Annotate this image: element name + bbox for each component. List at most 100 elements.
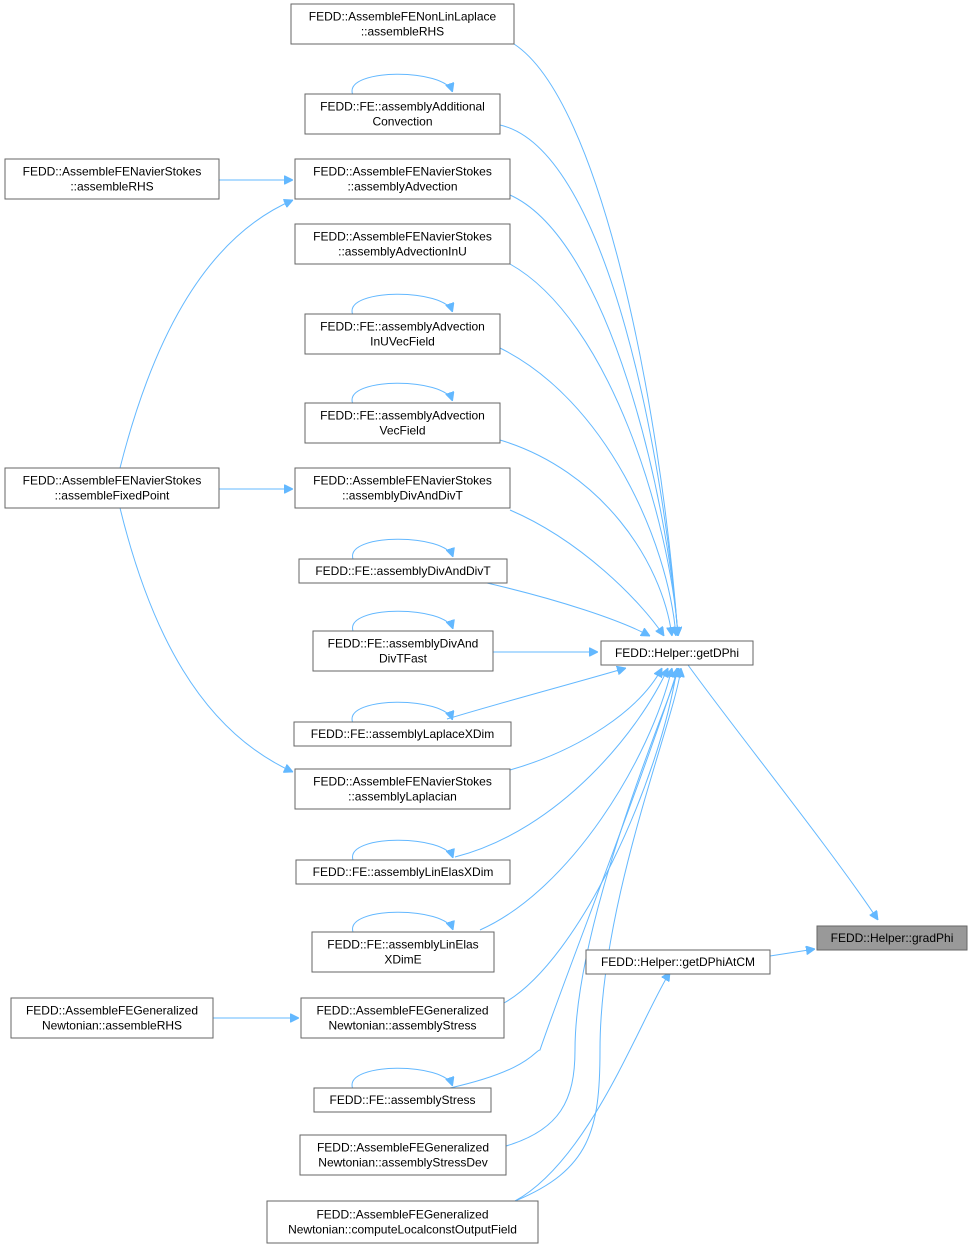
graph-node[interactable]: FEDD::FE::assemblyLaplaceXDim bbox=[293, 721, 512, 747]
edge-n11-to-n1 bbox=[486, 582, 650, 636]
edge-n15-to-n1 bbox=[454, 668, 668, 858]
edge-n19-to-n19 bbox=[351, 1067, 452, 1089]
edge-n9-to-n9 bbox=[351, 382, 452, 404]
node-box[interactable] bbox=[4, 467, 220, 509]
node-label: ::assembleFixedPoint bbox=[55, 489, 170, 503]
node-label: ::assembleRHS bbox=[70, 180, 153, 194]
graph-node[interactable]: FEDD::FE::assemblyStress bbox=[313, 1087, 492, 1113]
edge-n3-to-n1 bbox=[499, 124, 678, 636]
node-label: ::assemblyAdvection bbox=[347, 180, 457, 194]
node-box[interactable] bbox=[294, 768, 511, 810]
node-label: FEDD::Helper::getDPhi bbox=[615, 646, 739, 660]
node-label: InUVecField bbox=[370, 335, 435, 349]
node-box[interactable] bbox=[294, 467, 511, 509]
edge-n16-to-n1 bbox=[479, 668, 672, 931]
node-label: FEDD::Helper::gradPhi bbox=[831, 931, 954, 945]
graph-node[interactable]: FEDD::AssembleFENavierStokes::assemblyDi… bbox=[294, 467, 511, 509]
edge-n6-to-n14 bbox=[119, 507, 293, 772]
edge-n21-to-n22 bbox=[514, 972, 670, 1202]
graph-node[interactable]: FEDD::AssembleFEGeneralizedNewtonian::co… bbox=[266, 1200, 539, 1244]
node-label: FEDD::FE::assemblyAdvection bbox=[320, 409, 485, 423]
node-gradphi-highlighted[interactable]: FEDD::Helper::gradPhi bbox=[816, 925, 968, 951]
graph-node[interactable]: FEDD::Helper::getDPhi bbox=[600, 640, 754, 666]
graph-node[interactable]: FEDD::Helper::getDPhiAtCM bbox=[585, 949, 771, 975]
node-box[interactable] bbox=[4, 158, 220, 200]
node-label: FEDD::AssembleFENavierStokes bbox=[23, 165, 202, 179]
node-label: FEDD::FE::assemblyStress bbox=[329, 1093, 475, 1107]
node-label: FEDD::FE::assemblyAdvection bbox=[320, 320, 485, 334]
graph-node[interactable]: FEDD::FE::assemblyLinElasXDim bbox=[295, 859, 511, 885]
node-label: FEDD::AssembleFENavierStokes bbox=[313, 775, 492, 789]
graph-node[interactable]: FEDD::FE::assemblyDivAndDivT bbox=[298, 558, 508, 584]
node-box[interactable] bbox=[294, 158, 511, 200]
node-box[interactable] bbox=[313, 1087, 492, 1113]
edge-n2-to-n1 bbox=[513, 43, 678, 636]
node-label: Newtonian::computeLocalconstOutputField bbox=[288, 1223, 517, 1237]
edge-layer bbox=[119, 43, 878, 1202]
edge-n10-to-n1 bbox=[509, 509, 664, 636]
node-box[interactable] bbox=[304, 93, 501, 135]
node-box[interactable] bbox=[304, 313, 501, 355]
graph-node[interactable]: FEDD::AssembleFENavierStokes::assemblyAd… bbox=[294, 158, 511, 200]
edge-n12-to-n12 bbox=[352, 610, 453, 632]
node-box[interactable] bbox=[312, 630, 494, 672]
node-label: XDimE bbox=[384, 953, 421, 967]
node-label: FEDD::AssembleFENavierStokes bbox=[313, 230, 492, 244]
edge-n17-to-n1 bbox=[503, 668, 677, 1004]
edge-n3-to-n3 bbox=[351, 73, 452, 95]
node-label: FEDD::FE::assemblyDivAnd bbox=[328, 637, 479, 651]
node-box[interactable] bbox=[300, 997, 505, 1039]
node-label: FEDD::FE::assemblyLaplaceXDim bbox=[311, 727, 494, 741]
node-box[interactable] bbox=[290, 3, 515, 45]
graph-node[interactable]: FEDD::AssembleFEGeneralizedNewtonian::as… bbox=[10, 997, 214, 1039]
graph-node[interactable]: FEDD::AssembleFENavierStokes::assemblyAd… bbox=[294, 223, 511, 265]
graph-node[interactable]: FEDD::AssembleFENavierStokes::assembleFi… bbox=[4, 467, 220, 509]
node-box[interactable] bbox=[585, 949, 771, 975]
edge-n4-to-n1 bbox=[509, 194, 678, 636]
edge-n9-to-n1 bbox=[499, 439, 672, 636]
node-box[interactable] bbox=[299, 1134, 507, 1176]
node-layer: FEDD::Helper::gradPhiFEDD::Helper::getDP… bbox=[4, 3, 968, 1244]
node-box[interactable] bbox=[293, 721, 512, 747]
edge-n20-to-n1 bbox=[505, 668, 679, 1147]
node-box[interactable] bbox=[816, 925, 968, 951]
graph-node[interactable]: FEDD::AssembleFENavierStokes::assembleRH… bbox=[4, 158, 220, 200]
edge-n13-to-n1 bbox=[446, 668, 626, 720]
edge-n16-to-n16 bbox=[352, 911, 453, 933]
edge-n14-to-n1 bbox=[509, 668, 662, 771]
node-box[interactable] bbox=[294, 223, 511, 265]
node-box[interactable] bbox=[298, 558, 508, 584]
edge-n6-to-n4 bbox=[119, 200, 293, 469]
edge-n7-to-n1 bbox=[509, 263, 678, 636]
node-label: Newtonian::assemblyStress bbox=[328, 1019, 476, 1033]
node-label: FEDD::AssembleFEGeneralized bbox=[317, 1141, 489, 1155]
node-label: FEDD::AssembleFENavierStokes bbox=[313, 165, 492, 179]
node-box[interactable] bbox=[600, 640, 754, 666]
node-label: FEDD::Helper::getDPhiAtCM bbox=[601, 955, 755, 969]
node-label: ::assemblyDivAndDivT bbox=[342, 489, 463, 503]
node-box[interactable] bbox=[304, 402, 501, 444]
graph-node[interactable]: FEDD::AssembleFEGeneralizedNewtonian::as… bbox=[299, 1134, 507, 1176]
graph-node[interactable]: FEDD::AssembleFENavierStokes::assemblyLa… bbox=[294, 768, 511, 810]
node-box[interactable] bbox=[311, 931, 495, 973]
node-label: DivTFast bbox=[379, 652, 428, 666]
edge-n1-to-n0 bbox=[687, 664, 878, 920]
node-label: ::assembleRHS bbox=[361, 25, 444, 39]
node-label: FEDD::AssembleFEGeneralized bbox=[316, 1208, 488, 1222]
edge-n22-to-n0 bbox=[769, 949, 815, 957]
edge-n15-to-n15 bbox=[352, 839, 453, 861]
node-label: FEDD::FE::assemblyDivAndDivT bbox=[315, 564, 491, 578]
node-box[interactable] bbox=[295, 859, 511, 885]
node-box[interactable] bbox=[10, 997, 214, 1039]
graph-node[interactable]: FEDD::AssembleFEGeneralizedNewtonian::as… bbox=[300, 997, 505, 1039]
edge-n21-to-n1 bbox=[514, 668, 681, 1202]
graph-node[interactable]: FEDD::AssembleFENonLinLaplace::assembleR… bbox=[290, 3, 515, 45]
node-label: VecField bbox=[379, 424, 425, 438]
node-box[interactable] bbox=[266, 1200, 539, 1244]
